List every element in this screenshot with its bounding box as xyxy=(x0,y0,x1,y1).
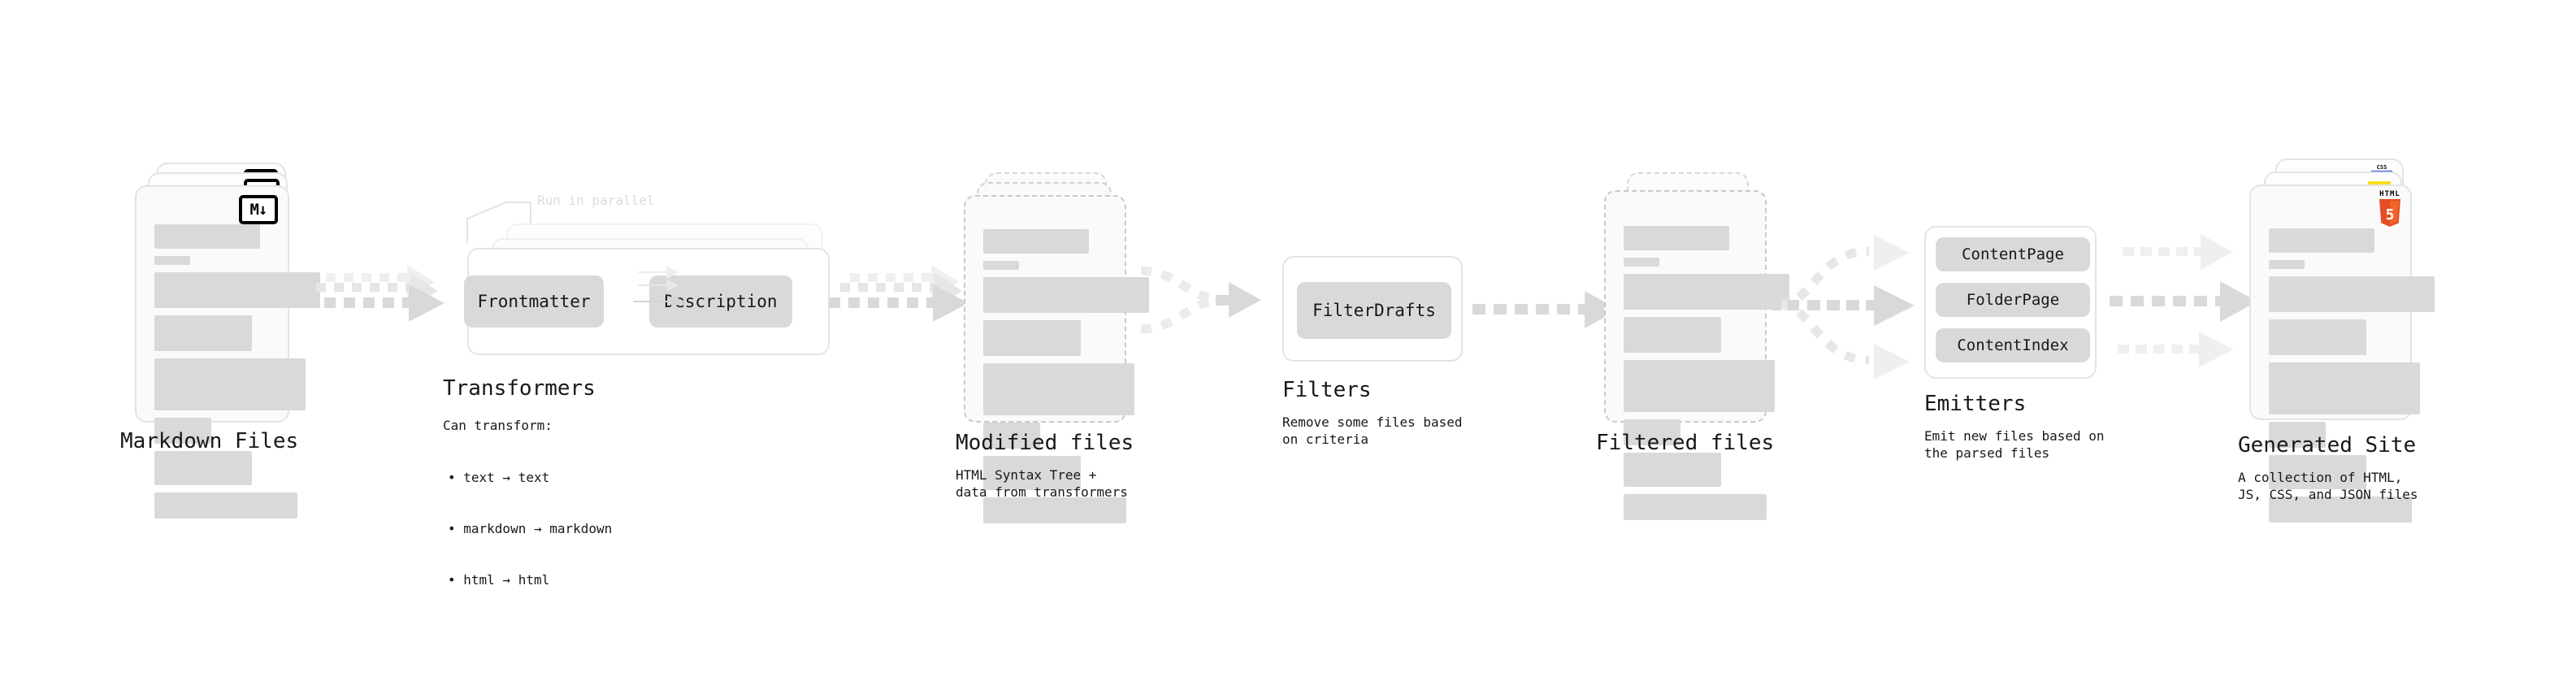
site-doc-html: HTML 5 xyxy=(2249,184,2435,523)
emitter-chip-folderpage[interactable]: FolderPage xyxy=(1936,283,2090,317)
stage-title-modified-files: Modified files xyxy=(956,431,1134,455)
emitter-chip-contentpage[interactable]: ContentPage xyxy=(1936,237,2090,271)
parallel-label: Run in parallel xyxy=(537,193,655,208)
filters-box: FilterDrafts xyxy=(1282,256,1463,362)
stage-generated-site: CSS HTML 5 xyxy=(2238,158,2436,523)
stage-markdown-files: M↓ M↓ M↓ Markdown Files xyxy=(120,163,320,518)
doc-content-placeholder xyxy=(154,224,320,526)
arrow-filters-to-filtered xyxy=(1472,291,1619,328)
arrow-transformers-to-modified xyxy=(829,265,969,322)
markdown-files-stack: M↓ M↓ M↓ xyxy=(122,163,320,518)
generated-site-stack: CSS HTML 5 xyxy=(2241,158,2436,523)
stage-title-filters: Filters xyxy=(1282,378,1372,402)
transformers-bullet: • markdown → markdown xyxy=(448,521,613,536)
transformers-bullets: • text → text • markdown → markdown • ht… xyxy=(448,435,612,622)
doc-content-placeholder xyxy=(983,229,1149,531)
emitters-box: ContentPage FolderPage ContentIndex xyxy=(1924,226,2097,379)
modified-files-stack xyxy=(959,172,1149,523)
transformers-bullet: • html → html xyxy=(448,572,550,588)
svg-text:5: 5 xyxy=(2386,206,2395,223)
generated-site-subtitle: A collection of HTML,JS, CSS, and JSON f… xyxy=(2238,470,2418,502)
stage-title-transformers: Transformers xyxy=(443,376,596,401)
stage-title-filtered-files: Filtered files xyxy=(1596,431,1775,455)
stage-title-emitters: Emitters xyxy=(1924,392,2027,416)
filtered-files-stack xyxy=(1599,172,1789,520)
arrow-filtered-to-emitters xyxy=(1772,235,1915,380)
parallel-bracket-icon xyxy=(466,202,531,243)
transformers-bullet: • text → text xyxy=(448,470,550,485)
stage-title-markdown-files: Markdown Files xyxy=(120,429,299,453)
arrow-markdown-to-transformers xyxy=(305,265,445,322)
transformers-subtitle: Can transform: xyxy=(443,418,553,433)
markdown-doc-front: M↓ xyxy=(135,185,320,518)
stage-modified-files: Modified files HTML Syntax Tree +data fr… xyxy=(956,172,1149,523)
filter-chip-filterdrafts[interactable]: FilterDrafts xyxy=(1297,282,1451,339)
markdown-icon: M↓ xyxy=(239,195,278,224)
arrow-modified-to-filters xyxy=(1140,266,1261,334)
doc-content-placeholder xyxy=(1624,226,1789,527)
filtered-doc-front xyxy=(1604,190,1789,520)
doc-content-placeholder xyxy=(2269,228,2435,530)
transformer-chip-frontmatter[interactable]: Frontmatter xyxy=(464,275,604,327)
modified-files-subtitle: HTML Syntax Tree +data from transformers xyxy=(956,467,1128,500)
transformer-inner-arrows xyxy=(633,266,686,308)
stage-filtered-files: Filtered files xyxy=(1596,172,1789,520)
stage-title-generated-site: Generated Site xyxy=(2238,433,2417,458)
html5-icon: HTML 5 xyxy=(2378,191,2402,227)
emitter-chip-contentindex[interactable]: ContentIndex xyxy=(1936,328,2090,362)
modified-doc-front xyxy=(964,195,1149,523)
arrow-emitters-to-site xyxy=(2110,234,2257,367)
